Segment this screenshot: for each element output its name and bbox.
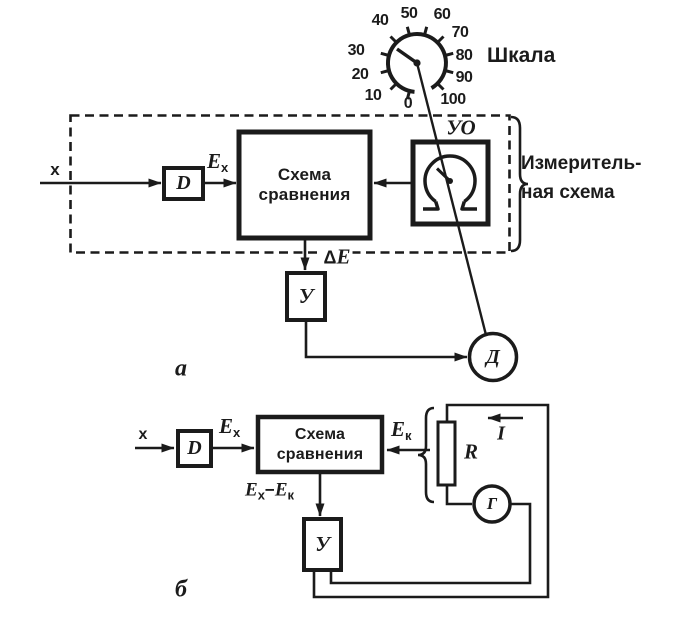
- ek-label: Eк: [391, 417, 412, 443]
- ex-minus-ek-label: Ex−Eк: [243, 479, 297, 503]
- comparison-block-a: [236, 129, 373, 241]
- dial-number: 60: [433, 6, 451, 23]
- detector-block-b: [176, 429, 213, 468]
- amplifier-label-a: У: [298, 284, 314, 308]
- uo-meter-symbol: [423, 154, 477, 211]
- detector-label-a: D: [176, 172, 191, 194]
- dial-number: 100: [440, 91, 466, 108]
- dial-number: 80: [455, 47, 473, 64]
- dial-arc: [385, 32, 448, 94]
- uo-label: УО: [446, 115, 476, 140]
- caption-b: б: [175, 576, 187, 603]
- amplifier-block-a: [285, 271, 327, 322]
- amplifier-label-b: У: [315, 532, 330, 556]
- measuring-circuit-label: Измеритель- ная схема: [521, 153, 642, 203]
- galvanometer-to-amplifier-wire: [329, 502, 532, 585]
- galvanometer-label: Г: [486, 494, 498, 513]
- reference-source-brace: [417, 406, 435, 504]
- comparison-block-b: [255, 414, 385, 475]
- amplifier-block-b: [302, 517, 343, 572]
- scale-label: Шкала: [487, 44, 556, 67]
- dial-number: 50: [400, 5, 418, 22]
- galvanometer-circle: [472, 484, 512, 524]
- input-label-b: x: [138, 426, 148, 443]
- dial-number: 0: [403, 95, 413, 112]
- dial-number: 20: [351, 66, 369, 83]
- wires-diagram-a: [40, 178, 468, 362]
- wires-diagram-b: [135, 403, 550, 599]
- measuring-circuit-dashed-box: [69, 114, 511, 254]
- resistor-symbol: [436, 420, 457, 487]
- caption-a: а: [175, 355, 187, 382]
- ex-label-a: Ex: [207, 149, 229, 175]
- resistor-to-galvanometer-wire: [445, 485, 472, 506]
- uo-needle: [435, 167, 452, 183]
- dial-number: 90: [455, 69, 473, 86]
- mechanical-linkage-line: [415, 62, 488, 336]
- detector-block-a: [162, 166, 205, 201]
- dial-number: 30: [347, 42, 365, 59]
- feedback-loop-outer-wire: [312, 403, 550, 599]
- motor-label: Д: [486, 345, 500, 368]
- dial-number: 40: [371, 12, 389, 29]
- dial-number: 70: [451, 24, 469, 41]
- dial-number: 10: [364, 87, 382, 104]
- delta-e-label: ΔE: [321, 244, 353, 270]
- input-label-a: x: [50, 160, 60, 179]
- detector-label-b: D: [187, 437, 202, 459]
- dial-needle: [395, 47, 419, 65]
- motor-circle: [467, 331, 519, 383]
- dial-scale: [380, 26, 454, 100]
- dial-ticks: [380, 26, 454, 100]
- current-label: I: [497, 422, 505, 445]
- ex-label-b: Ex: [219, 414, 241, 440]
- amplifier-to-motor-arrow: [304, 320, 468, 362]
- measuring-circuit-brace: [510, 115, 529, 253]
- resistor-label: R: [463, 439, 479, 464]
